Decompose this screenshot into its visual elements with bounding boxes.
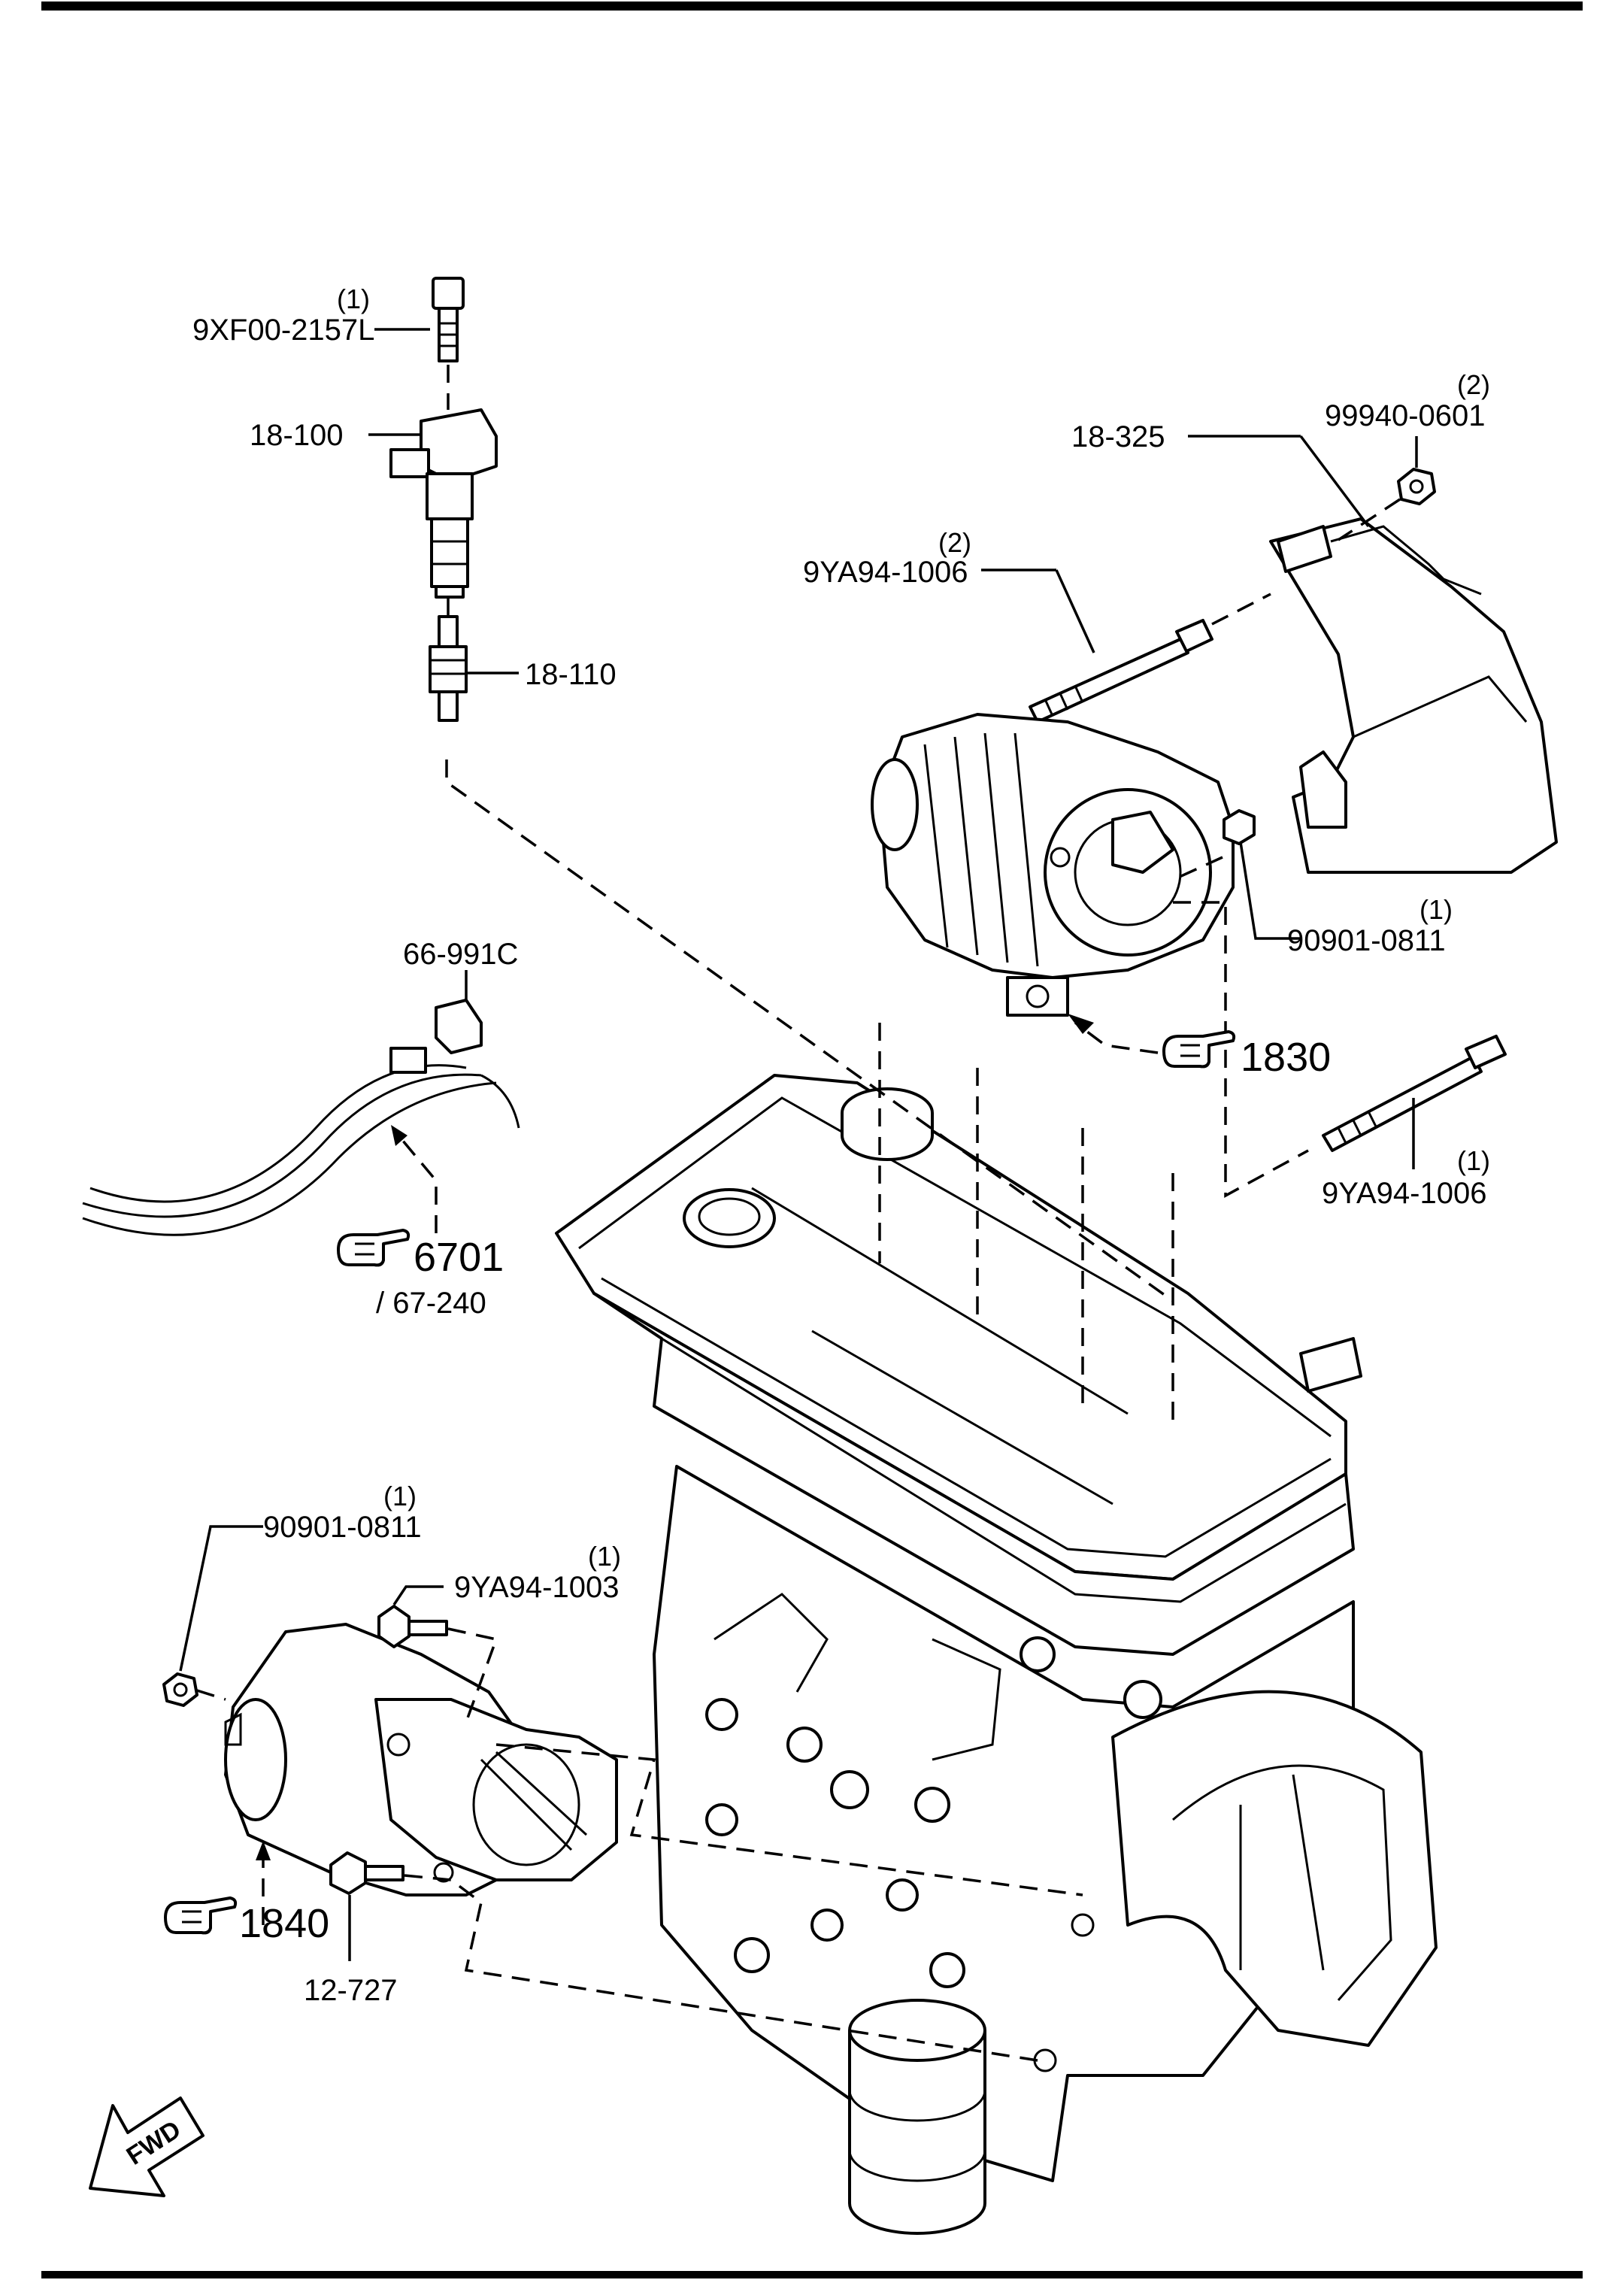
ign-coil-part-number: 18-100 [250, 419, 344, 452]
shield-nut-qty: (2) [1457, 369, 1490, 400]
shield-nut-illustration [1397, 468, 1436, 505]
spark-plug-illustration [429, 615, 468, 722]
starter-bolt-lower-part-number: 12-727 [304, 1974, 398, 2007]
alt-bolt-upper-qty: (2) [938, 527, 971, 558]
ign-bolt-qty: (1) [337, 283, 370, 314]
ref-starter[interactable]: 1840 [164, 1896, 329, 1946]
pointing-hand-icon [337, 1229, 411, 1267]
alternator-nut-illustration [1223, 809, 1256, 845]
harness-illustration [82, 1047, 520, 1236]
starter-nut-qty: (1) [383, 1481, 417, 1511]
top-border [41, 2, 1583, 11]
bottom-border [41, 2271, 1583, 2278]
starter-bolt-upper-illustration [377, 1605, 448, 1648]
heat-shield-part-number: 18-325 [1071, 420, 1165, 453]
alternator-bolt-upper-illustration [1029, 619, 1213, 723]
pointing-hand-icon [1162, 1030, 1236, 1069]
ref-alternator-code: 1830 [1241, 1035, 1331, 1080]
harness-clip-part-number: 66-991C [403, 938, 518, 971]
starter-nut-illustration [162, 1672, 198, 1707]
harness-clip-illustration [435, 999, 483, 1054]
alt-nut-part-number: 90901-0811 [1287, 924, 1446, 957]
ref-harness[interactable]: 6701 / 67-240 [337, 1229, 504, 1320]
ignition-coil-bolt-illustration [432, 277, 465, 362]
alternator-bolt-lower-illustration [1322, 1035, 1507, 1152]
ref-harness-subcode: / 67-240 [376, 1287, 486, 1320]
forward-direction-arrow: FWD [89, 2097, 205, 2197]
alt-bolt-upper-part-number: 9YA94-1006 [803, 556, 968, 589]
pointing-hand-icon [164, 1896, 238, 1935]
shield-nut-part-number: 99940-0601 [1325, 399, 1486, 432]
ref-harness-code: 6701 [414, 1235, 504, 1280]
spark-plug-part-number: 18-110 [525, 658, 617, 691]
ign-bolt-part-number: 9XF00-2157L [192, 314, 374, 347]
heat-shield-illustration [1269, 517, 1558, 874]
alt-bolt-lower-qty: (1) [1457, 1145, 1490, 1176]
ref-alternator[interactable]: 1830 [1162, 1030, 1331, 1080]
ref-starter-code: 1840 [239, 1901, 329, 1946]
starter-bolt-upper-part-number: 9YA94-1003 [454, 1571, 619, 1604]
alternator-illustration [871, 713, 1235, 1017]
starter-nut-part-number: 90901-0811 [263, 1511, 422, 1544]
ignition-coil-illustration [389, 408, 498, 599]
engine-block-illustration [555, 1074, 1438, 2235]
starter-motor-illustration [224, 1623, 618, 1896]
alt-nut-qty: (1) [1419, 894, 1453, 925]
starter-bolt-upper-qty: (1) [588, 1541, 621, 1572]
alt-bolt-lower-part-number: 9YA94-1006 [1322, 1177, 1486, 1210]
starter-bolt-lower-illustration [329, 1851, 404, 1895]
